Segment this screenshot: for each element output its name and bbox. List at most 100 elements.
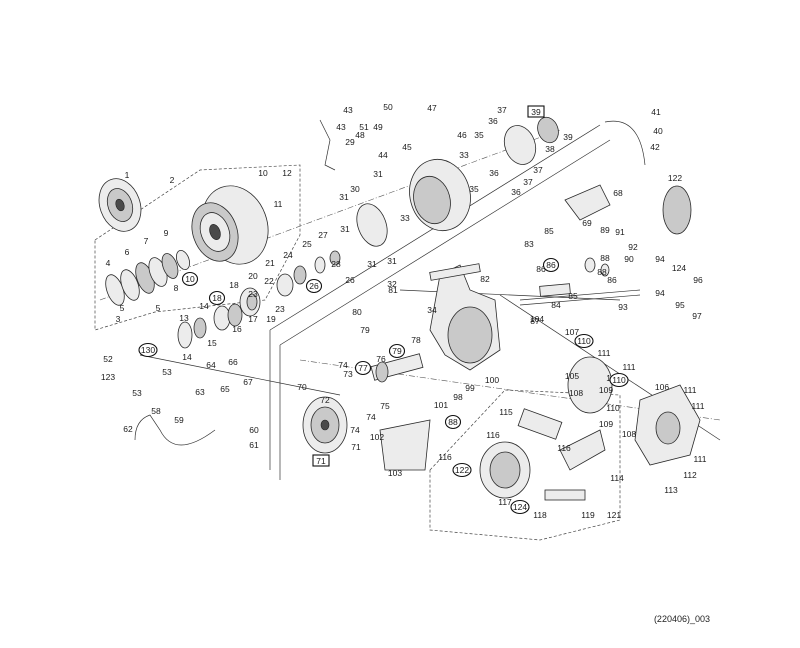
line-roller-part	[503, 116, 559, 165]
part-label: 51	[359, 122, 369, 132]
part-label: 67	[243, 377, 253, 387]
circled-part-label: 110	[609, 372, 629, 388]
svg-text:122: 122	[455, 465, 469, 475]
part-label: 63	[195, 387, 205, 397]
part-label: 32	[387, 279, 397, 289]
part-label: 35	[469, 184, 479, 194]
part-label: 74	[338, 360, 348, 370]
part-label: 35	[474, 130, 484, 140]
boxed-part-labels: 39 71	[312, 105, 545, 467]
part-label: 73	[343, 369, 353, 379]
part-label: 11	[274, 199, 283, 209]
part-label: 69	[582, 218, 592, 228]
circled-part-label: 124	[510, 499, 530, 515]
part-label: 43	[343, 105, 353, 115]
part-label: 34	[427, 305, 437, 315]
part-label: 106	[655, 382, 669, 392]
part-label: 13	[179, 313, 189, 323]
part-label: 111	[692, 401, 705, 411]
part-label: 89	[600, 225, 610, 235]
part-label: 58	[151, 406, 161, 416]
spool-part	[191, 185, 269, 265]
part-label: 111	[684, 385, 697, 395]
svg-text:71: 71	[316, 456, 326, 466]
part-label: 118	[533, 510, 547, 520]
part-label: 75	[380, 401, 390, 411]
part-label: 108	[569, 388, 583, 398]
part-label: 36	[511, 187, 521, 197]
part-label: 31	[340, 224, 350, 234]
part-label: 62	[123, 424, 133, 434]
part-label: 44	[378, 150, 388, 160]
part-label: 14	[182, 352, 192, 362]
part-label: 36	[488, 116, 498, 126]
part-label: 31	[373, 169, 383, 179]
part-label: 29	[345, 137, 355, 147]
part-label: 111	[694, 454, 707, 464]
part-label: 86	[536, 264, 546, 274]
main-gear-part	[302, 396, 348, 454]
part-label: 96	[693, 275, 703, 285]
part-label: 21	[265, 258, 275, 268]
part-label: 101	[434, 400, 448, 410]
circled-part-label: 26	[305, 278, 323, 294]
part-label: 23	[248, 289, 258, 299]
part-label: 116	[486, 430, 500, 440]
knob-housing-part	[379, 419, 431, 471]
part-label: 53	[132, 388, 142, 398]
part-label: 33	[400, 213, 410, 223]
part-label: 1	[125, 170, 130, 180]
part-label: 71	[351, 442, 361, 452]
svg-text:88: 88	[448, 417, 458, 427]
part-label: 64	[206, 360, 216, 370]
part-label: 119	[581, 510, 595, 520]
part-label: 98	[453, 392, 463, 402]
part-label: 85	[568, 291, 578, 301]
part-label: 83	[524, 239, 534, 249]
part-label: 59	[174, 415, 184, 425]
part-label: 50	[383, 102, 393, 112]
part-label: 66	[228, 357, 238, 367]
part-label: 33	[459, 150, 469, 160]
part-label: 6	[125, 247, 130, 257]
part-label: 102	[370, 432, 384, 442]
part-label: 31	[387, 256, 397, 266]
part-label: 111	[623, 362, 636, 372]
boxed-part-label: 71	[312, 454, 330, 467]
svg-text:39: 39	[531, 107, 541, 117]
svg-text:86: 86	[546, 260, 556, 270]
part-label: 2	[170, 175, 175, 185]
part-label: 109	[599, 419, 613, 429]
part-label: 26	[345, 275, 355, 285]
part-label: 42	[650, 142, 660, 152]
part-label: 105	[565, 371, 579, 381]
part-label: 12	[282, 168, 292, 178]
svg-text:26: 26	[309, 281, 319, 291]
part-label: 30	[350, 184, 360, 194]
part-label: 27	[318, 230, 328, 240]
part-label: 60	[249, 425, 259, 435]
part-label: 92	[628, 242, 638, 252]
svg-text:124: 124	[513, 502, 527, 512]
part-label: 43	[336, 122, 346, 132]
part-label: 97	[692, 311, 702, 321]
oscillation-parts	[519, 257, 641, 306]
part-label: 74	[350, 425, 360, 435]
part-label: 3	[116, 314, 121, 324]
part-label: 65	[220, 384, 230, 394]
circled-part-label: 18	[208, 290, 226, 306]
part-label: 37	[523, 177, 533, 187]
circled-part-label: 110	[574, 333, 594, 349]
part-label: 7	[144, 236, 149, 246]
part-label: 107	[565, 327, 579, 337]
part-label: 31	[339, 192, 349, 202]
part-label: 94	[655, 288, 665, 298]
rotor-part	[356, 158, 471, 247]
part-label: 70	[297, 382, 307, 392]
part-label: 78	[411, 335, 421, 345]
part-label: 10	[258, 168, 268, 178]
part-label: 37	[497, 105, 507, 115]
